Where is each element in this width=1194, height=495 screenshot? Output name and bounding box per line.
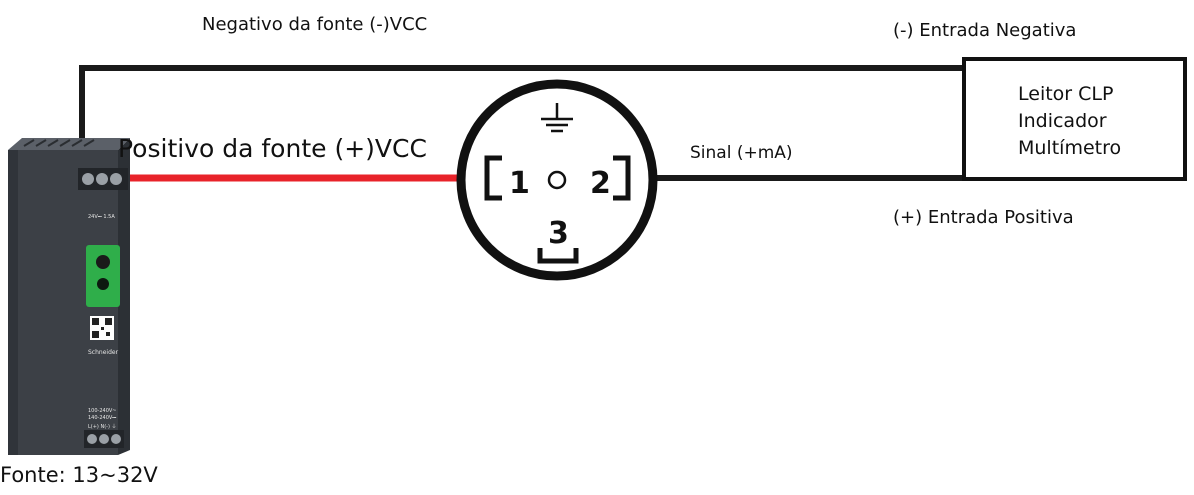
adjust-knob	[96, 255, 110, 269]
connector-body	[456, 79, 658, 281]
bottom-bracket	[537, 248, 579, 264]
positive-source-label: Positivo da fonte (+)VCC	[118, 134, 427, 163]
ground-icon	[541, 103, 573, 133]
supply-input-rating-2: 140-240V⎓	[88, 415, 116, 421]
pin-3-label: 3	[548, 216, 569, 251]
terminal-screw	[87, 434, 97, 444]
qr-code-icon	[90, 316, 114, 340]
supply-output-rating: 24V⎓ 1.5A	[88, 214, 115, 220]
negative-source-label: Negativo da fonte (-)VCC	[202, 14, 428, 35]
signal-label: Sinal (+mA)	[690, 143, 793, 163]
pin-2-label: 2	[590, 166, 611, 201]
negative-input-label: (-) Entrada Negativa	[893, 20, 1077, 41]
power-supply	[8, 138, 130, 455]
reader-text: Leitor CLP Indicador Multímetro	[1018, 81, 1121, 162]
supply-brand: Schneider	[88, 349, 119, 356]
terminal-screw	[99, 434, 109, 444]
terminal-screw	[96, 173, 108, 185]
terminal-screw	[111, 434, 121, 444]
terminal-screw	[82, 173, 94, 185]
left-bracket	[484, 155, 502, 201]
reader-line-2: Indicador	[1018, 110, 1107, 132]
supply-terminals: L(+) N(-) ⏚	[88, 423, 117, 430]
reader-line-3: Multímetro	[1018, 137, 1122, 159]
supply-voltage-label: Fonte: 13~32V	[0, 463, 158, 487]
led-indicator	[97, 278, 109, 290]
connector	[456, 79, 658, 281]
reader-line-1: Leitor CLP	[1018, 83, 1114, 105]
supply-input-rating-1: 100-240V~	[88, 408, 117, 414]
pin-1-label: 1	[509, 166, 530, 201]
center-pin-icon	[547, 170, 567, 190]
reader-box: Leitor CLP Indicador Multímetro	[962, 57, 1187, 181]
positive-input-label: (+) Entrada Positiva	[893, 207, 1074, 228]
right-bracket	[613, 155, 631, 201]
terminal-screw	[110, 173, 122, 185]
